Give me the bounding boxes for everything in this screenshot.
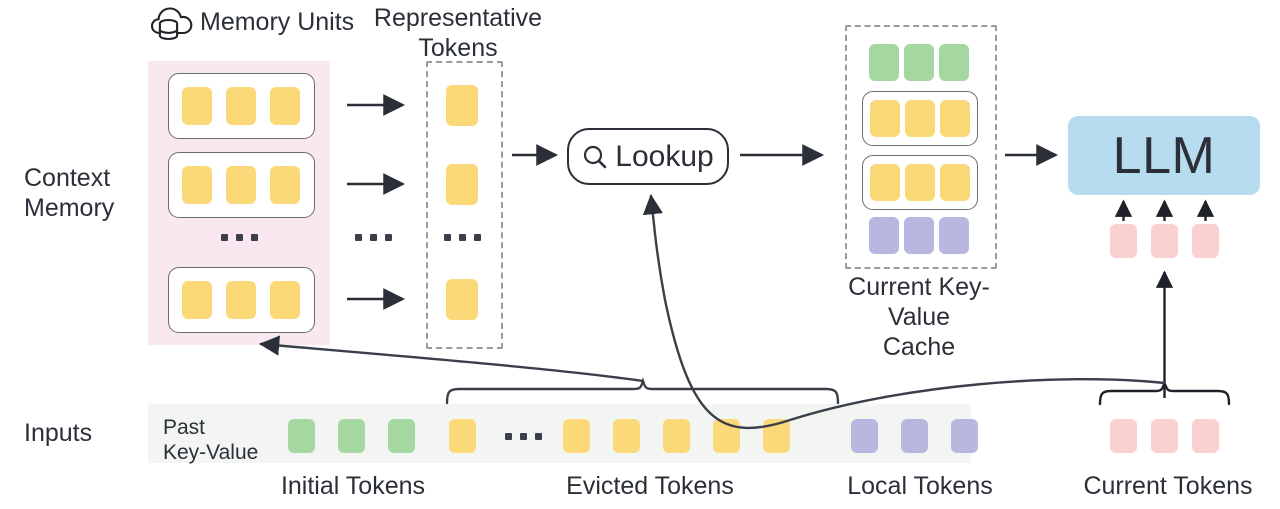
kv-cache-unit-1 bbox=[862, 91, 978, 146]
representative-tokens-label: Representative Tokens bbox=[373, 4, 543, 62]
inputs-label: Inputs bbox=[24, 419, 93, 447]
local-tokens-label: Local Tokens bbox=[847, 472, 993, 500]
input-token-evicted bbox=[763, 419, 790, 453]
kv-cache-token-yellow bbox=[905, 100, 935, 137]
input-token-current bbox=[1110, 419, 1137, 453]
kv-cache-token-yellow bbox=[940, 100, 970, 137]
evicted-tokens-brace bbox=[445, 377, 840, 405]
lookup-label: Lookup bbox=[615, 139, 714, 173]
search-icon bbox=[582, 144, 608, 170]
memory-arrows-ellipsis bbox=[355, 234, 392, 241]
representative-token-1 bbox=[446, 85, 478, 126]
input-token-local bbox=[851, 419, 878, 453]
kv-cache-token-purple bbox=[939, 217, 969, 254]
llm-label: LLM bbox=[1112, 126, 1216, 185]
memory-token bbox=[182, 281, 212, 319]
input-token-evicted bbox=[713, 419, 740, 453]
inputs-ellipsis bbox=[505, 433, 542, 440]
cloud-database-icon bbox=[150, 4, 193, 44]
memory-token bbox=[182, 166, 212, 204]
memory-units-ellipsis bbox=[221, 234, 258, 241]
memory-token bbox=[270, 166, 300, 204]
llm-input-token bbox=[1192, 224, 1219, 258]
past-key-value-label: Past Key-Value bbox=[163, 416, 259, 464]
kv-cache-token-green bbox=[939, 44, 969, 81]
llm-box[interactable]: LLM bbox=[1068, 116, 1260, 195]
lookup-button[interactable]: Lookup bbox=[567, 128, 729, 185]
current-tokens-brace bbox=[1098, 379, 1231, 406]
current-kv-cache-label: Current Key-Value Cache bbox=[848, 273, 990, 361]
memory-token bbox=[226, 166, 256, 204]
kv-cache-token-yellow bbox=[940, 164, 970, 201]
input-token-evicted bbox=[663, 419, 690, 453]
input-token-initial bbox=[338, 419, 365, 453]
llm-input-token bbox=[1151, 224, 1178, 258]
memory-unit-2[interactable] bbox=[168, 152, 315, 218]
input-token-initial bbox=[388, 419, 415, 453]
llm-input-token bbox=[1110, 224, 1137, 258]
memory-token bbox=[226, 281, 256, 319]
representative-tokens-ellipsis bbox=[444, 234, 481, 241]
input-token-local bbox=[951, 419, 978, 453]
input-token-evicted bbox=[613, 419, 640, 453]
input-token-current bbox=[1151, 419, 1178, 453]
kv-cache-token-green bbox=[904, 44, 934, 81]
representative-token-3 bbox=[446, 279, 478, 320]
representative-token-2 bbox=[446, 164, 478, 205]
input-token-initial bbox=[288, 419, 315, 453]
memory-token bbox=[270, 281, 300, 319]
current-tokens-label: Current Tokens bbox=[1083, 472, 1253, 500]
initial-tokens-label: Initial Tokens bbox=[280, 472, 426, 500]
memory-unit-3[interactable] bbox=[168, 267, 315, 333]
kv-cache-token-yellow bbox=[870, 164, 900, 201]
evicted-tokens-label: Evicted Tokens bbox=[566, 472, 734, 500]
input-token-local bbox=[901, 419, 928, 453]
memory-units-label: Memory Units bbox=[200, 8, 355, 36]
memory-unit-1[interactable] bbox=[168, 73, 315, 139]
context-memory-label: Context Memory bbox=[24, 164, 115, 222]
kv-cache-token-yellow bbox=[905, 164, 935, 201]
memory-token bbox=[270, 87, 300, 125]
memory-token bbox=[182, 87, 212, 125]
kv-cache-token-purple bbox=[904, 217, 934, 254]
input-token-current bbox=[1192, 419, 1219, 453]
evicted-to-context-memory-arrow bbox=[259, 335, 645, 383]
input-token-evicted bbox=[563, 419, 590, 453]
kv-cache-unit-2 bbox=[862, 155, 978, 210]
kv-cache-token-green bbox=[869, 44, 899, 81]
memory-token bbox=[226, 87, 256, 125]
memory-to-rep-arrows bbox=[347, 94, 406, 310]
kv-cache-token-yellow bbox=[870, 100, 900, 137]
tokens-to-llm-arrows bbox=[1114, 199, 1215, 221]
input-token-evicted bbox=[449, 419, 476, 453]
kv-cache-token-purple bbox=[869, 217, 899, 254]
